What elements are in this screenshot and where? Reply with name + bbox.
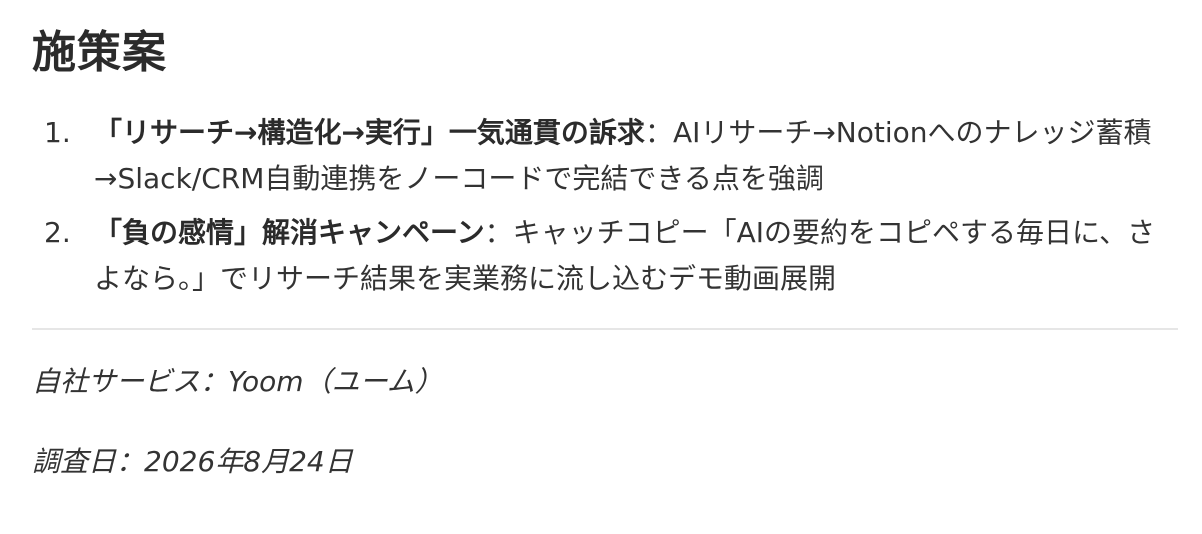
section-heading: 施策案: [32, 27, 167, 78]
proposal-list: 1. 「リサーチ→構造化→実行」一気通貫の訴求：AIリサーチ→Notionへのナ…: [32, 110, 1178, 302]
divider: [32, 328, 1178, 330]
list-number: 1.: [44, 116, 71, 149]
list-item-description: ：キャッチコピー「AIの要約をコピペする毎日に、さよなら。」でリサーチ結果を実業…: [94, 216, 1156, 295]
list-item: 2. 「負の感情」解消キャンペーン：キャッチコピー「AIの要約をコピペする毎日に…: [32, 210, 1178, 302]
list-number: 2.: [44, 216, 71, 249]
survey-date: 調査日：2026年8月24日: [32, 445, 353, 478]
list-item-description: ：AIリサーチ→Notionへのナレッジ蓄積→Slack/CRM自動連携をノーコ…: [94, 116, 1152, 195]
list-item-text: 「負の感情」解消キャンペーン：キャッチコピー「AIの要約をコピペする毎日に、さよ…: [94, 210, 1169, 302]
list-item-bold: 「リサーチ→構造化→実行」一気通貫の訴求: [94, 116, 645, 149]
service-note: 自社サービス：Yoom（ユーム）: [32, 365, 443, 398]
list-item-bold: 「負の感情」解消キャンペーン: [94, 216, 485, 249]
list-item: 1. 「リサーチ→構造化→実行」一気通貫の訴求：AIリサーチ→Notionへのナ…: [32, 110, 1178, 202]
list-item-text: 「リサーチ→構造化→実行」一気通貫の訴求：AIリサーチ→Notionへのナレッジ…: [94, 110, 1169, 202]
